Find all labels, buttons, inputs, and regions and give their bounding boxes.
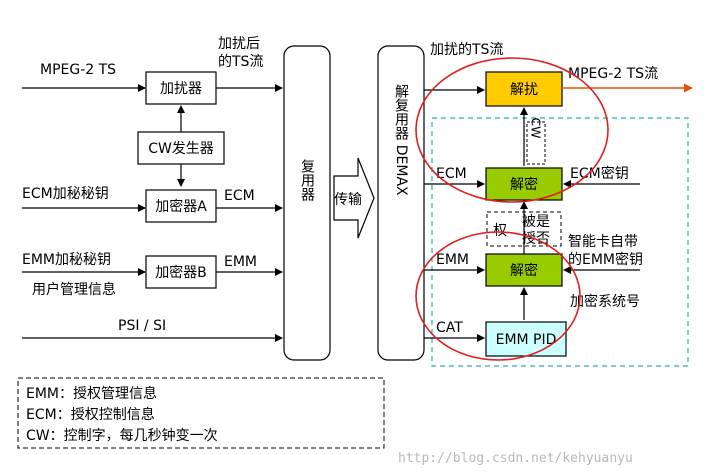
transmit-arrow — [333, 157, 375, 239]
highlight-circle-top — [415, 57, 609, 203]
encryptor-b-box — [145, 255, 217, 289]
cw-label: CW — [529, 117, 544, 138]
mpeg-ts-out-label: MPEG-2 TS流 — [568, 66, 658, 82]
scrambler-label: 加扰器 — [160, 81, 202, 97]
descrambler-box — [485, 71, 563, 107]
encryptor-a-box — [145, 189, 217, 223]
encryptor-a-label: 加密器A — [155, 198, 207, 215]
smartcard-region — [431, 117, 689, 367]
emm-rx-label: EMM — [436, 252, 469, 268]
highlight-circle-bottom — [415, 231, 581, 361]
mux-box — [283, 45, 331, 361]
emm-label: EMM — [224, 254, 257, 270]
emm-pid-label: EMM PID — [496, 332, 557, 348]
emm-key-input-label: EMM加秘秘钥 — [22, 252, 111, 268]
descrambler-label: 解扰 — [510, 82, 538, 98]
watermark: http://blog.csdn.net/kehyuanyu — [398, 451, 633, 466]
ecm-decrypt-label: 解密 — [510, 176, 538, 193]
ecm-key-rx-label: ECM密钥 — [570, 165, 629, 182]
legend-emm: EMM：授权管理信息 — [26, 385, 157, 402]
mpeg-ts-input-label: MPEG-2 TS — [40, 62, 116, 78]
emm-decrypt-box — [485, 253, 563, 287]
ecm-rx-label: ECM — [436, 166, 467, 182]
auth-label-a: 权 — [493, 223, 507, 239]
legend-box — [17, 377, 385, 449]
ecm-label: ECM — [224, 188, 255, 204]
smartcard-label-2: 的EMM密钥 — [568, 251, 643, 268]
transmit-label: 传输 — [334, 192, 362, 208]
psi-si-label: PSI / SI — [118, 318, 166, 334]
demux-label: 解复用器 DEMAX — [393, 84, 409, 196]
cat-label: CAT — [436, 320, 463, 336]
ecm-key-input-label: ECM加秘秘钥 — [22, 186, 109, 202]
legend-cw: CW：控制字，每几秒钟变一次 — [26, 427, 218, 444]
demux-box — [377, 45, 425, 361]
crypto-system-label: 加密系统号 — [570, 293, 640, 310]
legend-ecm: ECM：授权控制信息 — [26, 406, 155, 423]
cw-generator-label: CW发生器 — [148, 141, 214, 157]
user-info-label: 用户管理信息 — [32, 281, 116, 298]
cw-label-box — [526, 121, 546, 165]
smartcard-label-1: 智能卡自带 — [568, 234, 638, 250]
mux-label: 复用器 — [299, 158, 315, 201]
scrambled-ts-label-2: 的TS流 — [218, 54, 263, 70]
encryptor-b-label: 加密器B — [155, 264, 207, 281]
emm-decrypt-label: 解密 — [510, 262, 538, 279]
ecm-decrypt-box — [485, 167, 563, 201]
scrambled-ts-out-label: 加扰的TS流 — [430, 42, 503, 58]
auth-label-b: 被是 — [522, 214, 550, 230]
scrambled-ts-label-1: 加扰后 — [218, 36, 260, 52]
